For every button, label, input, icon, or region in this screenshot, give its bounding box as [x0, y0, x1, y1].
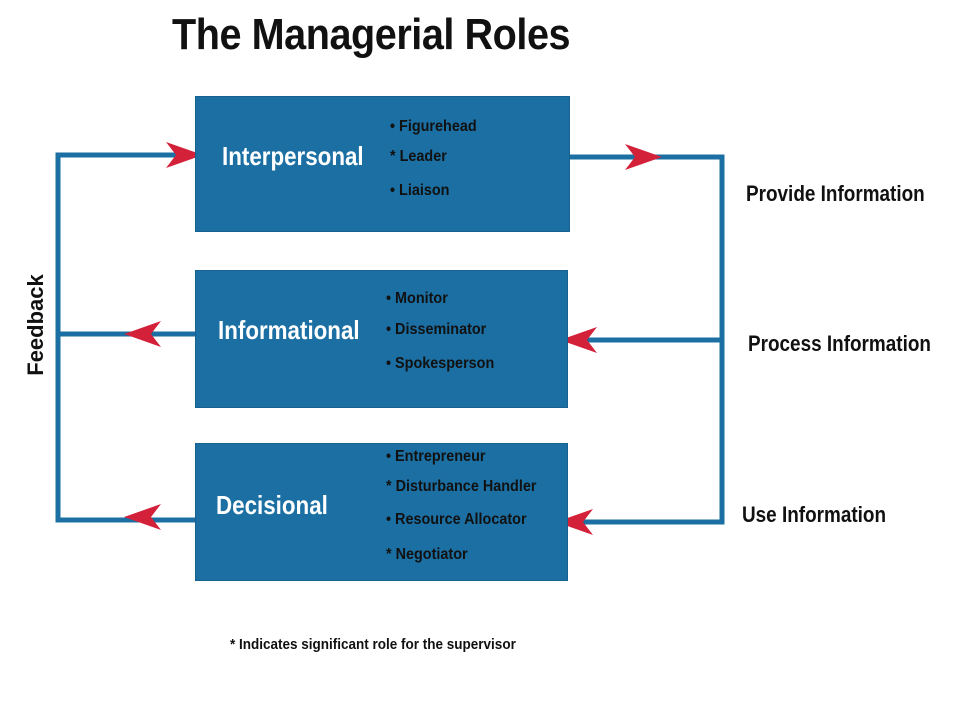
- role-liaison: • Liaison: [390, 182, 450, 199]
- feedback-label: Feedback: [23, 274, 48, 376]
- role-disseminator: • Disseminator: [386, 321, 487, 338]
- role-resource-allocator: • Resource Allocator: [386, 511, 527, 528]
- feedback-connector: [55, 152, 195, 523]
- role-negotiator: * Negotiator: [386, 546, 468, 563]
- decisional-box: Decisional: [195, 443, 568, 581]
- decisional-label: Decisional: [216, 490, 328, 520]
- arrow-into-decisional: [556, 509, 593, 535]
- provide-information-label: Provide Information: [746, 181, 925, 206]
- role-entrepreneur: • Entrepreneur: [386, 448, 486, 465]
- arrow-provide-information: [625, 144, 662, 170]
- arrow-into-informational: [560, 327, 597, 353]
- informational-box: Informational: [195, 270, 568, 408]
- diagram-title: The Managerial Roles: [172, 10, 571, 59]
- role-figurehead: • Figurehead: [390, 118, 477, 135]
- role-disturbance-handler: * Disturbance Handler: [386, 478, 537, 495]
- interpersonal-box: Interpersonal: [195, 96, 570, 232]
- role-monitor: • Monitor: [386, 290, 448, 307]
- arrow-from-informational: [124, 321, 161, 347]
- interpersonal-label: Interpersonal: [222, 141, 364, 171]
- role-leader: * Leader: [390, 148, 447, 165]
- process-information-label: Process Information: [748, 331, 931, 356]
- footnote: * Indicates significant role for the sup…: [230, 636, 516, 653]
- role-spokesperson: • Spokesperson: [386, 355, 495, 372]
- informational-label: Informational: [218, 315, 360, 345]
- use-information-label: Use Information: [742, 502, 887, 527]
- arrow-into-interpersonal: [166, 142, 203, 168]
- arrow-from-decisional: [124, 504, 161, 530]
